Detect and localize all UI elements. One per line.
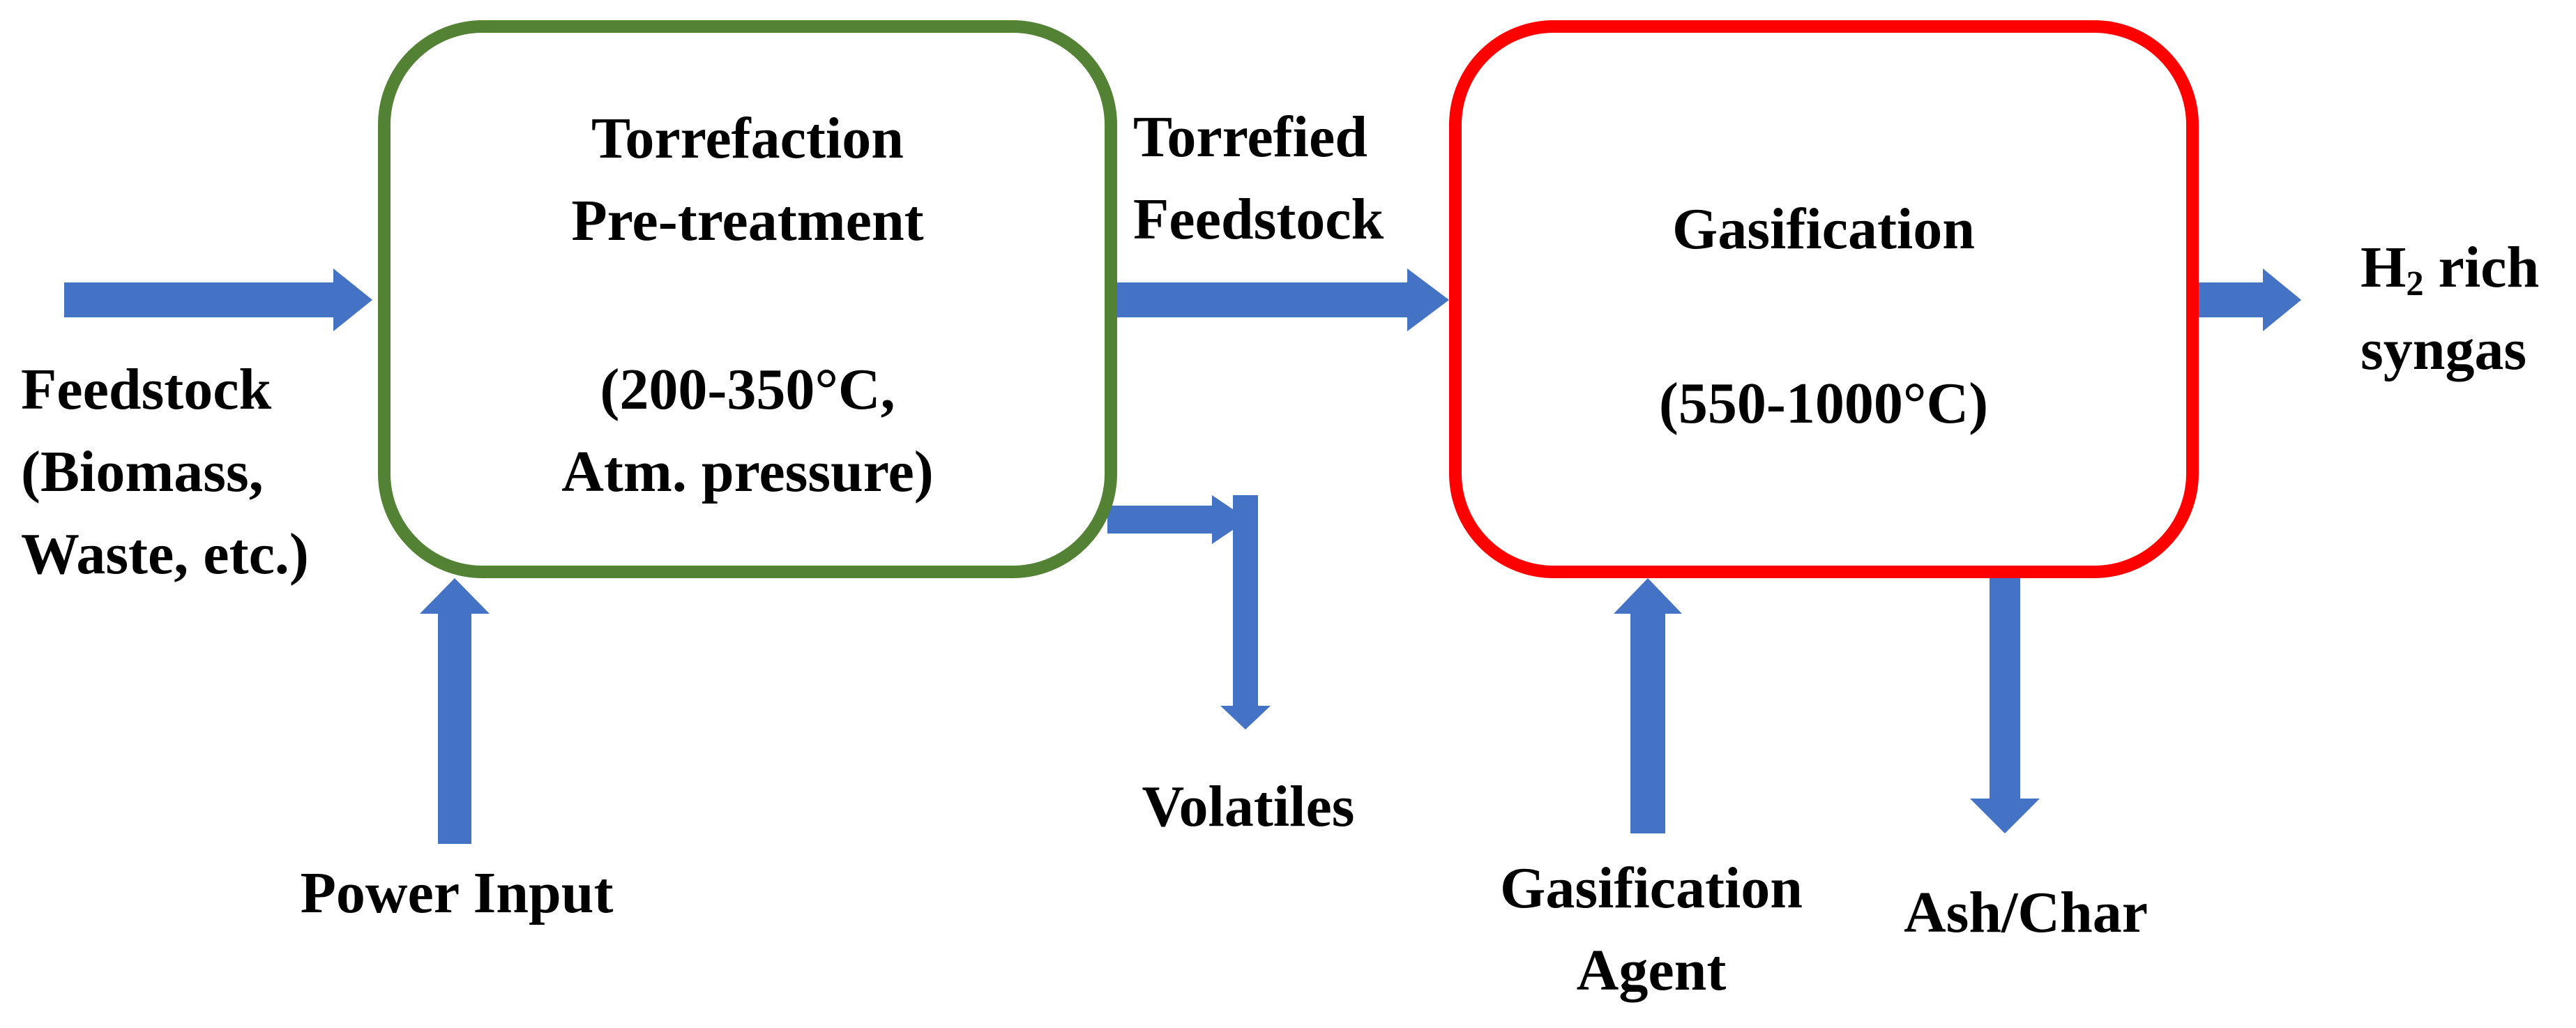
gasification-agent-line1: Gasification: [1500, 856, 1803, 921]
product-label: H2 rich syngas: [2361, 227, 2539, 391]
ash-char-label: Ash/Char: [1903, 880, 2149, 945]
product-rich: rich: [2423, 235, 2540, 300]
arrow-product-out: [2192, 269, 2301, 331]
arrow-ash-char: [1970, 578, 2040, 833]
torrefied-feedstock-label: Torrefied Feedstock: [1133, 96, 1384, 261]
torrefaction-title: Torrefaction Pre-treatment: [571, 98, 923, 262]
torrefaction-line4: Atm. pressure): [561, 439, 934, 504]
torrefaction-box: [378, 20, 1117, 578]
product-h: H: [2361, 235, 2407, 300]
arrow-gasification-agent: [1614, 578, 1682, 833]
torrefaction-line1: Torrefaction: [591, 106, 904, 171]
gasification-agent-line2: Agent: [1576, 938, 1727, 1003]
gasification-temperature: (550-1000°C): [1658, 371, 1989, 436]
torrefaction-conditions: (200-350°C, Atm. pressure): [561, 349, 934, 513]
product-line2: syngas: [2361, 317, 2527, 382]
torrefaction-line3: (200-350°C,: [600, 357, 895, 422]
arrow-volatiles-horizontal: [1107, 495, 1248, 544]
torrefied-feedstock-line1: Torrefied: [1133, 105, 1367, 169]
gasification-box: [1449, 20, 2199, 578]
power-input-label: Power Input: [300, 861, 614, 925]
feedstock-line1: Feedstock: [21, 357, 272, 422]
gasification-title: Gasification: [1672, 197, 1975, 262]
gasification-agent-label: Gasification Agent: [1500, 847, 1803, 1012]
product-subscript: 2: [2406, 264, 2424, 303]
volatiles-label: Volatiles: [1142, 774, 1355, 839]
arrow-torrefied-feedstock: [1107, 269, 1449, 331]
torrefaction-line2: Pre-treatment: [571, 188, 924, 253]
torrefied-feedstock-line2: Feedstock: [1133, 187, 1384, 252]
feedstock-line2: (Biomass,: [21, 439, 264, 504]
arrow-feedstock-in: [64, 269, 372, 331]
feedstock-line3: Waste, etc.): [21, 522, 309, 587]
feedstock-label: Feedstock (Biomass, Waste, etc.): [21, 349, 309, 596]
product-line1: H2 rich: [2361, 227, 2539, 309]
arrow-volatiles-down: [1220, 495, 1271, 730]
arrow-power-input: [420, 578, 490, 844]
